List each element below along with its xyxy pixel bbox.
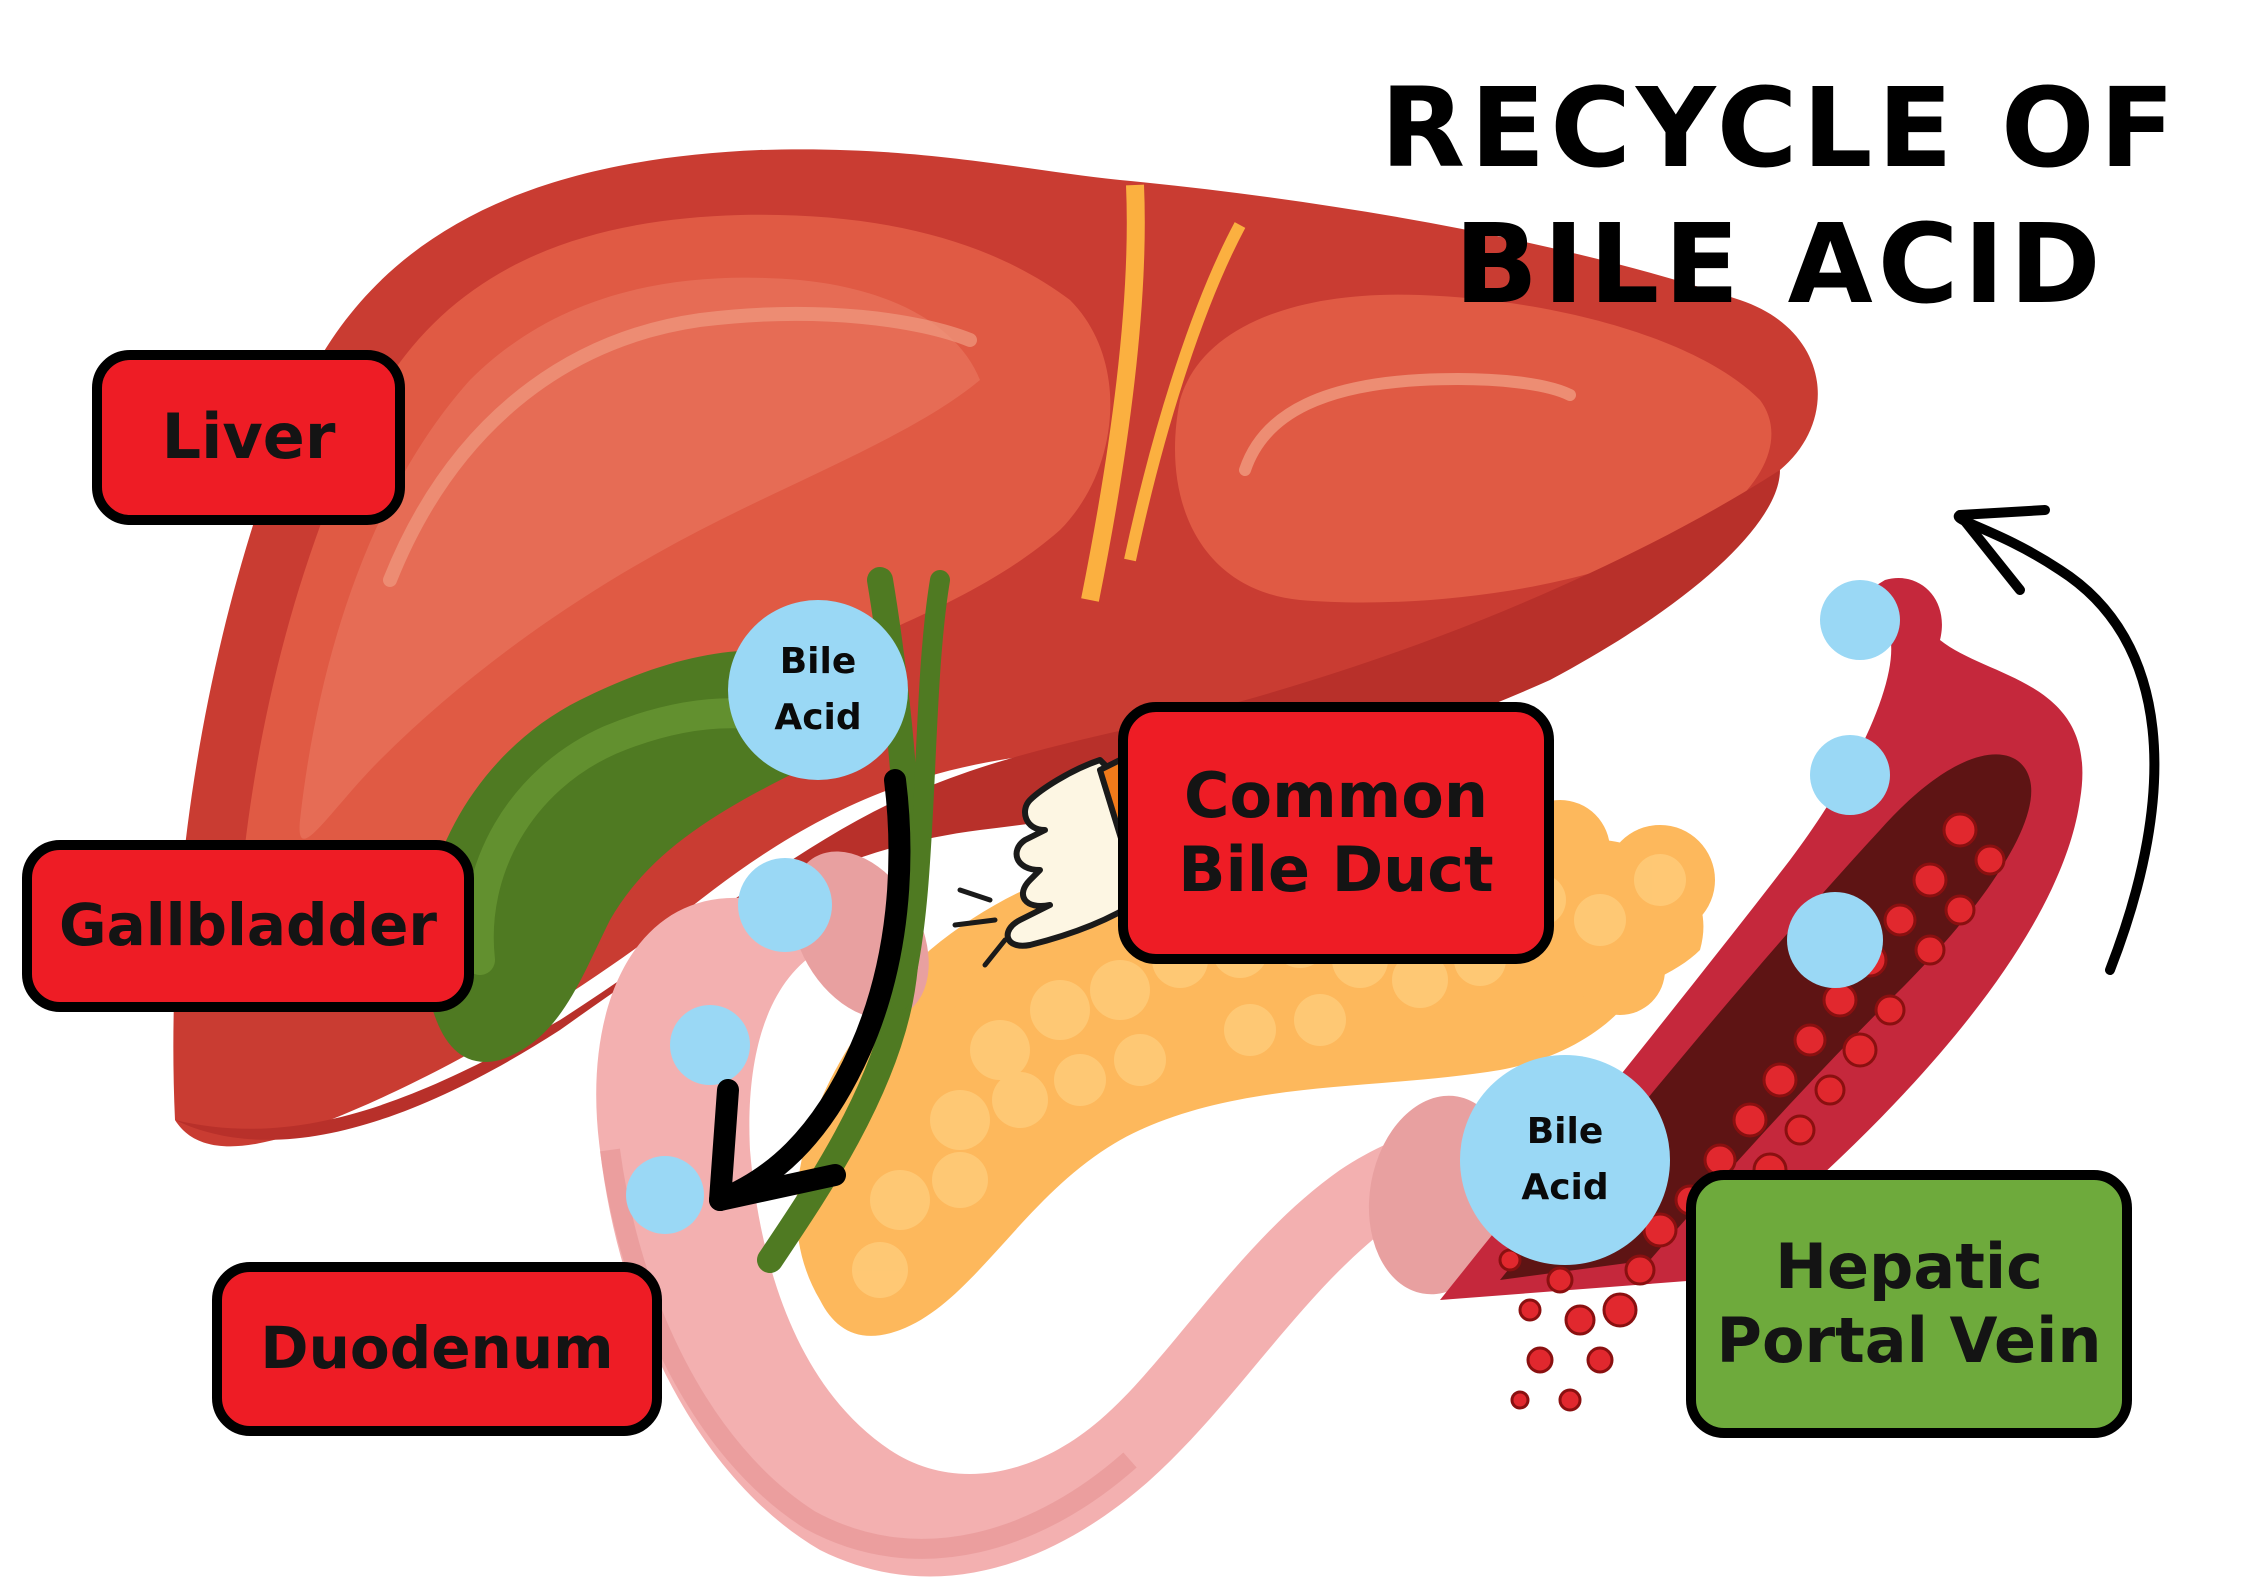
bubble-bile-acid-vein-line-2: Acid xyxy=(1485,1160,1645,1216)
bubble-duodenum-3 xyxy=(626,1156,704,1234)
bubble-vein-2 xyxy=(1810,735,1890,815)
title-line-2: BILE ACID xyxy=(1380,196,2180,332)
label-duodenum: Duodenum xyxy=(212,1262,662,1436)
title-line-1: RECYCLE OF xyxy=(1380,60,2180,196)
label-common-bile-duct-line-2: Bile Duct xyxy=(1178,833,1493,907)
label-gallbladder: Gallbladder xyxy=(22,840,474,1012)
bubble-vein-1 xyxy=(1820,580,1900,660)
bubble-duodenum-2 xyxy=(670,1005,750,1085)
bubble-bile-acid-top-line-2: Acid xyxy=(738,690,898,746)
label-hepatic-portal-vein: Hepatic Portal Vein xyxy=(1686,1170,2132,1438)
bubble-bile-acid-vein-text: Bile Acid xyxy=(1485,1104,1645,1216)
bubble-vein-3 xyxy=(1787,892,1883,988)
label-common-bile-duct-line-1: Common xyxy=(1178,759,1493,833)
bubble-bile-acid-vein-line-1: Bile xyxy=(1485,1104,1645,1160)
label-liver-text: Liver xyxy=(162,400,336,474)
label-duodenum-text: Duodenum xyxy=(260,1314,613,1384)
label-gallbladder-text: Gallbladder xyxy=(59,891,437,961)
label-hepatic-portal-vein-line-2: Portal Vein xyxy=(1717,1304,2102,1378)
bubble-bile-acid-top-line-1: Bile xyxy=(738,634,898,690)
label-hepatic-portal-vein-line-1: Hepatic xyxy=(1717,1230,2102,1304)
bubble-bile-acid-top-text: Bile Acid xyxy=(738,634,898,746)
label-liver: Liver xyxy=(92,350,405,525)
page-title: RECYCLE OF BILE ACID xyxy=(1380,60,2180,332)
label-common-bile-duct: Common Bile Duct xyxy=(1118,702,1554,964)
bubble-duodenum-1 xyxy=(738,858,832,952)
